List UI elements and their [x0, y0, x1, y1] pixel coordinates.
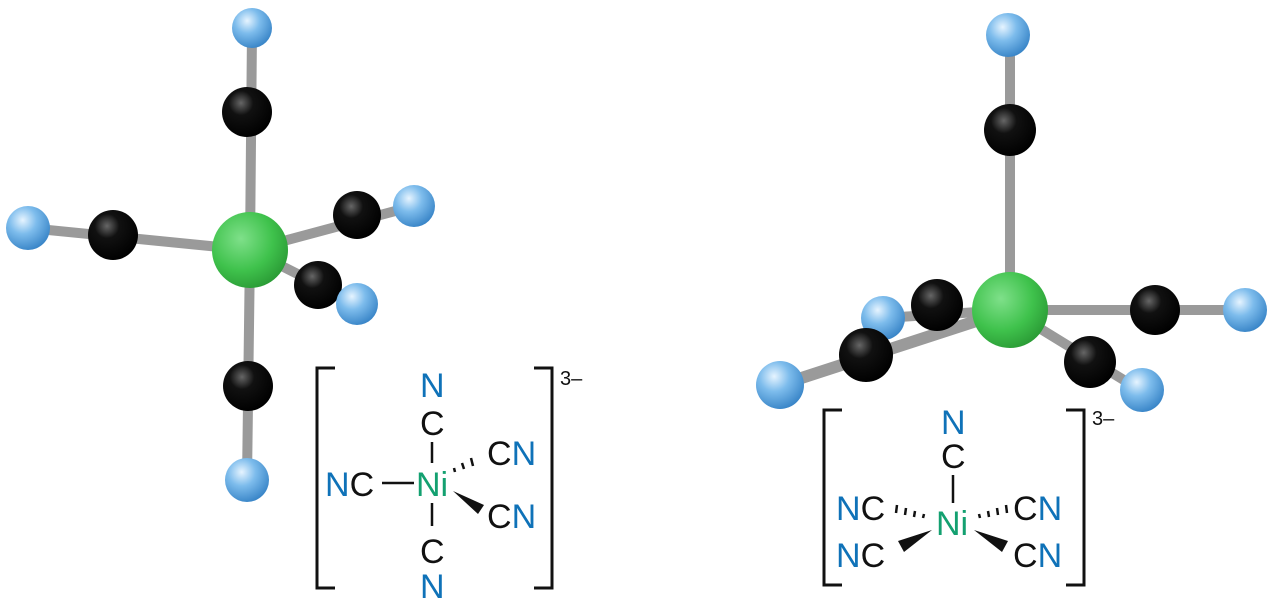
nitrogen-atom [232, 8, 272, 48]
carbon-atom [1130, 285, 1180, 335]
metal-label-ni: Ni [936, 505, 968, 543]
carbon-atom [839, 328, 893, 382]
carbon-atom [911, 279, 963, 331]
atom-label-n: N [941, 404, 966, 442]
atom-label-c: C [420, 405, 445, 443]
charge-label: 3– [1092, 408, 1115, 430]
wedge-bond [453, 491, 484, 514]
nitrogen-atom [336, 283, 378, 325]
wedge-bond [974, 530, 1008, 552]
nitrogen-atom [1223, 288, 1267, 332]
nitrogen-atom [1120, 368, 1164, 412]
hashed-bond [452, 457, 475, 473]
left-bracket [822, 408, 842, 587]
nitrogen-atom [756, 361, 804, 409]
right-ball-stick-model [756, 13, 1267, 412]
ligand-label-cn: CN [487, 435, 536, 473]
ligand-label-cn: CN [487, 498, 536, 536]
charge-label: 3– [560, 368, 583, 390]
carbon-atom [333, 191, 381, 239]
atom-label-c: C [941, 438, 966, 476]
atom-label-n: N [420, 367, 445, 405]
left-ball-stick-model [6, 8, 435, 502]
ligand-label-nc: NC [325, 466, 374, 504]
ligand-label-nc: NC [836, 490, 885, 528]
nitrogen-atom [986, 13, 1030, 57]
carbon-atom [1064, 336, 1116, 388]
hashed-bond [894, 504, 926, 519]
nitrogen-atom [6, 206, 50, 250]
nitrogen-atom [393, 185, 435, 227]
right-bracket [1066, 408, 1086, 587]
carbon-atom [223, 361, 273, 411]
left-structural-formula: 3– N C NC Ni CN CN C N [315, 366, 583, 604]
wedge-bond [898, 530, 932, 552]
right-bracket [534, 366, 554, 590]
atom-label-c: C [420, 533, 445, 571]
carbon-atom [294, 261, 342, 309]
hashed-bond [977, 504, 1009, 519]
carbon-atom [88, 210, 138, 260]
nickel-atom [212, 212, 288, 288]
nickel-atom [972, 272, 1048, 348]
ligand-label-nc: NC [836, 537, 885, 575]
ligand-label-cn: CN [1013, 537, 1062, 575]
metal-label-ni: Ni [416, 466, 448, 504]
nitrogen-atom [225, 458, 269, 502]
right-structural-formula: 3– N C NC Ni CN NC CN [822, 404, 1115, 587]
ligand-label-cn: CN [1013, 490, 1062, 528]
carbon-atom [222, 87, 272, 137]
atom-label-n: N [420, 568, 445, 604]
left-bracket [315, 366, 335, 590]
carbon-atom [984, 104, 1036, 156]
